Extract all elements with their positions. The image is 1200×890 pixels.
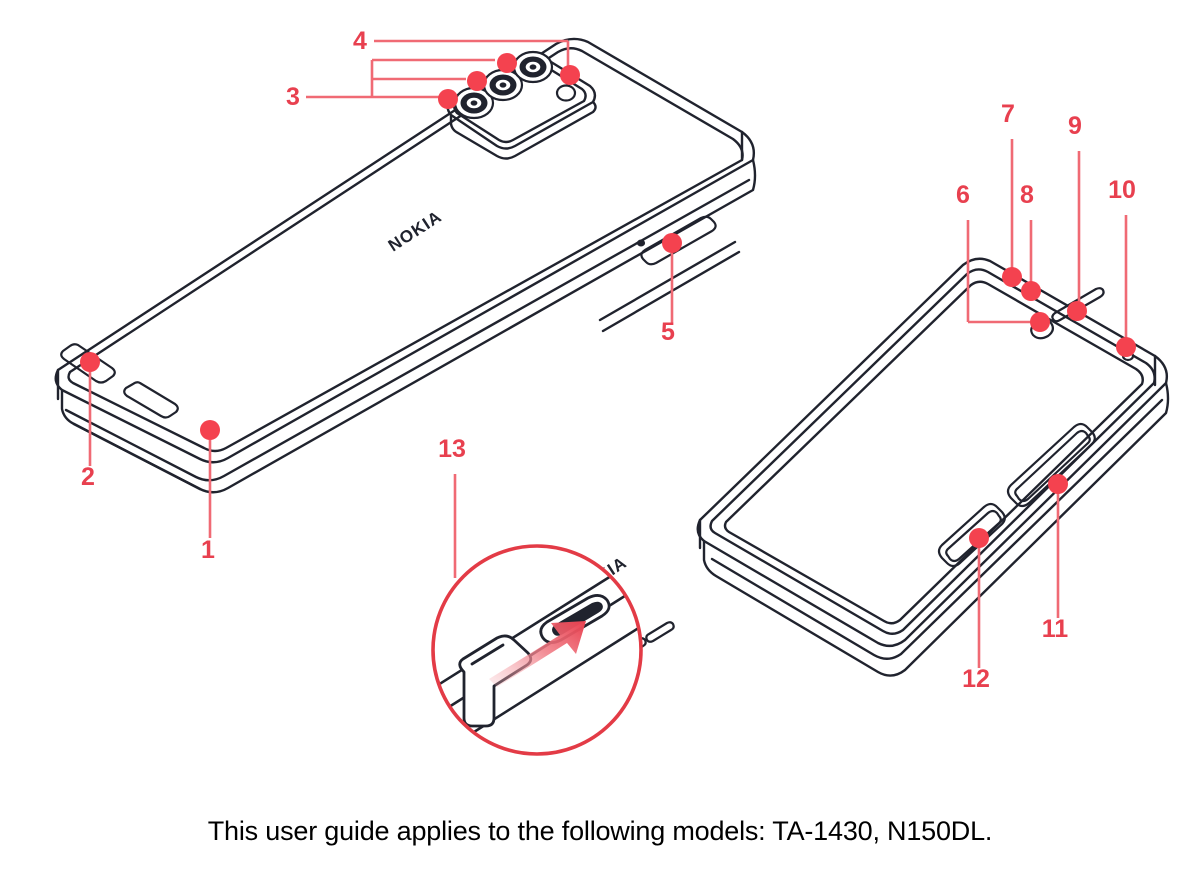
callout-dot-7 <box>1002 267 1022 287</box>
callout-dot-9 <box>1067 301 1087 321</box>
callout-dots <box>80 53 1136 548</box>
magnifier-ring <box>431 544 643 756</box>
callout-label-3: 3 <box>286 83 300 111</box>
callout-dot-2 <box>80 352 100 372</box>
callout-label-4: 4 <box>353 27 367 55</box>
leader-lines <box>88 39 1128 668</box>
callout-label-5: 5 <box>661 318 675 346</box>
usb-magnifier-detail <box>431 544 643 756</box>
phone-front-body <box>696 257 1170 677</box>
rear-camera-lens-2 <box>482 68 524 102</box>
power-key <box>937 502 1006 568</box>
callout-label-1: 1 <box>201 536 215 564</box>
callout-dot-3c <box>497 53 517 73</box>
callout-dot-3a <box>438 89 458 109</box>
callout-dot-5 <box>662 233 682 253</box>
callout-label-6: 6 <box>956 181 970 209</box>
rear-camera-lens-3 <box>512 50 554 84</box>
volume-keys <box>1006 422 1096 508</box>
insertion-arrow-icon <box>489 621 586 687</box>
callout-dot-4 <box>560 65 580 85</box>
callout-label-9: 9 <box>1068 112 1082 140</box>
callout-label-8: 8 <box>1020 181 1034 209</box>
callout-label-10: 10 <box>1108 176 1136 204</box>
callout-dot-3b <box>467 71 487 91</box>
callout-label-13: 13 <box>438 435 466 463</box>
callout-dot-12 <box>969 528 989 548</box>
nokia-logo-back-text: NOKIA <box>385 207 445 255</box>
callout-dot-10 <box>1116 337 1136 357</box>
phone-back-body <box>54 37 757 494</box>
callout-label-7: 7 <box>1001 100 1015 128</box>
nokia-logo-back: NOKIA <box>385 207 445 255</box>
callout-dot-8 <box>1021 281 1041 301</box>
callout-label-2: 2 <box>81 463 95 491</box>
back-bottom-connector-slot <box>123 381 179 419</box>
callout-label-12: 12 <box>962 665 990 693</box>
callout-label-11: 11 <box>1042 615 1069 643</box>
sim-card-tray <box>636 215 717 266</box>
callout-dot-6 <box>1030 312 1050 332</box>
callout-dot-11 <box>1048 474 1068 494</box>
earpiece-slot <box>1051 287 1105 323</box>
camera-flash-icon <box>555 84 577 102</box>
page-caption: This user guide applies to the following… <box>207 816 993 846</box>
loudspeaker-grille <box>60 343 116 384</box>
callout-labels: 1 2 3 4 5 6 7 8 9 10 11 12 13 <box>81 27 1136 693</box>
callout-dot-1 <box>200 420 220 440</box>
